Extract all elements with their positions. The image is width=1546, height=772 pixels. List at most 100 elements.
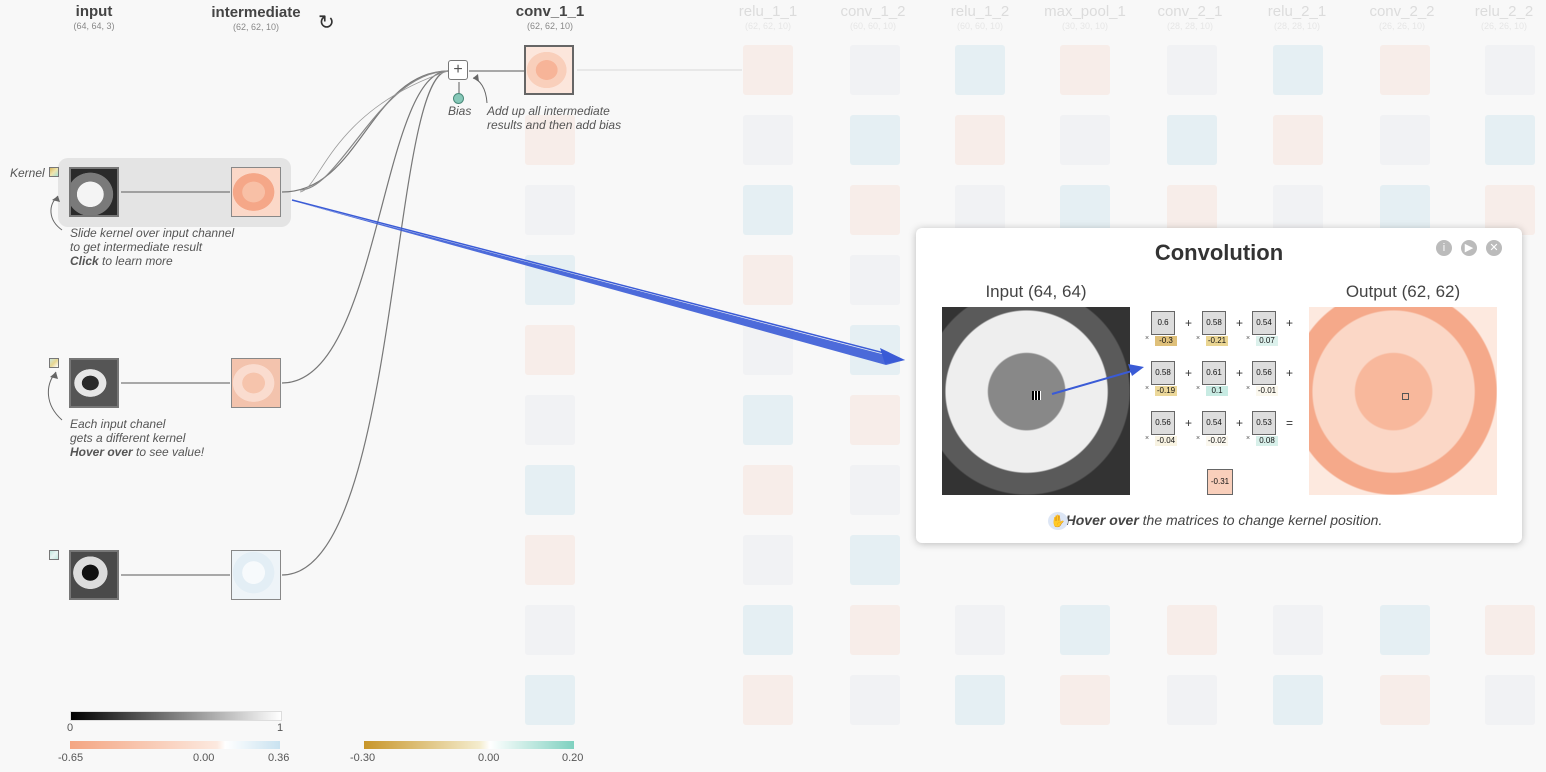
input-channel-3-image[interactable] (69, 550, 119, 600)
info-icon[interactable]: i (1436, 240, 1452, 256)
kernel-1-icon[interactable] (49, 167, 59, 177)
intermediate-legend-max: 0.36 (268, 752, 290, 764)
matrix-cell[interactable]: 0.54×-0.02 (1196, 411, 1228, 446)
matrix-cell[interactable]: 0.58×-0.19 (1145, 361, 1177, 396)
play-icon[interactable]: ▶ (1461, 240, 1477, 256)
cell-input-value: 0.54 (1202, 411, 1226, 435)
layer-title: relu_2_1 (1267, 3, 1327, 20)
slide-note-click[interactable]: Click (70, 254, 99, 268)
cell-kernel-value: -0.19 (1155, 386, 1177, 396)
cell-kernel-value: -0.21 (1206, 336, 1228, 346)
intermediate-shape: (62, 62, 10) (232, 22, 280, 32)
gray-legend-max: 1 (277, 722, 284, 734)
matrix-cell[interactable]: 0.54×0.07 (1246, 311, 1278, 346)
matrix-cell[interactable]: 0.56×-0.01 (1246, 361, 1278, 396)
convolution-result[interactable]: -0.31 (1207, 469, 1233, 495)
ghost-feature-map (1380, 115, 1430, 165)
bias-label: Bias (448, 104, 472, 118)
sum-node-icon: + (448, 60, 468, 80)
matrix-cell[interactable]: 0.53×0.08 (1246, 411, 1278, 446)
ghost-feature-map (743, 255, 793, 305)
ghost-feature-map (955, 675, 1005, 725)
layer-shape: (26, 26, 10) (1480, 21, 1528, 31)
ghost-feature-map (1485, 185, 1535, 235)
ghost-feature-map (525, 465, 575, 515)
popup-output-image[interactable] (1309, 307, 1497, 495)
layer-title: relu_1_1 (738, 3, 798, 20)
cell-kernel-value: -0.04 (1155, 436, 1177, 446)
ghost-feature-map (850, 115, 900, 165)
plus-operator: + (1236, 366, 1244, 380)
input-panel-label: Input (64, 64) (985, 282, 1087, 301)
ghost-feature-map (1485, 45, 1535, 95)
bias-note-line-2: results and then add bias (487, 118, 622, 132)
ghost-feature-map (1273, 605, 1323, 655)
popup-hint-bold: Hover over (1065, 512, 1139, 528)
ghost-feature-map (743, 185, 793, 235)
matrix-cell[interactable]: 0.6×-0.3 (1145, 311, 1177, 346)
layer-header-relu-1-1: relu_1_1 (62, 62, 10) (728, 4, 808, 32)
ghost-feature-map (743, 395, 793, 445)
slide-note-line-2: to get intermediate result (70, 240, 203, 254)
ghost-feature-map (525, 325, 575, 375)
ghost-feature-map (1060, 185, 1110, 235)
cell-kernel-value: 0.08 (1256, 436, 1278, 446)
ghost-feature-map (850, 45, 900, 95)
layer-shape: (60, 60, 10) (849, 21, 897, 31)
layer-title: conv_1_2 (840, 3, 906, 20)
ghost-feature-map (525, 675, 575, 725)
ghost-feature-map (1273, 185, 1323, 235)
cell-input-value: 0.6 (1151, 311, 1175, 335)
bias-node[interactable] (453, 93, 464, 104)
ghost-feature-map (525, 255, 575, 305)
kernel-legend-mid: 0.00 (478, 752, 500, 764)
cell-kernel-value: -0.02 (1206, 436, 1228, 446)
ghost-feature-map (955, 45, 1005, 95)
ghost-feature-map (850, 605, 900, 655)
refresh-icon[interactable]: ↻ (318, 12, 335, 34)
kernel-legend-bar (364, 741, 574, 749)
input-shape: (64, 64, 3) (73, 21, 115, 31)
plus-operator: + (1185, 366, 1193, 380)
matrix-cell[interactable]: 0.61×0.1 (1196, 361, 1228, 396)
intermediate-3-image[interactable] (231, 550, 281, 600)
matrix-cell[interactable]: 0.56×-0.04 (1145, 411, 1177, 446)
ghost-feature-map (743, 675, 793, 725)
matrix-cell[interactable]: 0.58×-0.21 (1196, 311, 1228, 346)
intermediate-1-image[interactable] (231, 167, 281, 217)
layer-title: conv_2_1 (1157, 3, 1223, 20)
layer-title: conv_2_2 (1369, 3, 1435, 20)
plus-operator: + (1236, 416, 1244, 430)
cell-kernel-value: -0.3 (1155, 336, 1177, 346)
gray-legend-min: 0 (67, 722, 74, 734)
ghost-feature-map (1380, 675, 1430, 725)
ghost-feature-map (850, 255, 900, 305)
cell-input-value: 0.61 (1202, 361, 1226, 385)
close-icon[interactable]: ✕ (1486, 240, 1502, 256)
channel-note-line-2: gets a different kernel (70, 431, 186, 445)
ghost-feature-map (850, 185, 900, 235)
popup-input-image[interactable] (942, 307, 1130, 495)
ghost-feature-map (525, 395, 575, 445)
input-channel-1-image[interactable] (69, 167, 119, 217)
kernel-3-icon[interactable] (49, 550, 59, 560)
layer-header-relu-1-2: relu_1_2 (60, 60, 10) (940, 4, 1020, 32)
cell-input-value: 0.58 (1151, 361, 1175, 385)
cell-kernel-value: 0.07 (1256, 336, 1278, 346)
output-position-marker (1402, 393, 1409, 400)
kernel-label: Kernel (10, 166, 45, 180)
ghost-feature-map (1380, 605, 1430, 655)
intermediate-legend-min: -0.65 (58, 752, 84, 764)
cell-input-value: 0.56 (1252, 361, 1276, 385)
input-channel-2-image[interactable] (69, 358, 119, 408)
channel-note-line-1: Each input chanel (70, 417, 166, 431)
ghost-feature-map (525, 115, 575, 165)
cell-kernel-value: 0.1 (1206, 386, 1228, 396)
conv-1-1-shape: (62, 62, 10) (526, 21, 574, 31)
kernel-2-icon[interactable] (49, 358, 59, 368)
layer-shape: (26, 26, 10) (1378, 21, 1426, 31)
conv-1-1-output-image[interactable] (524, 45, 574, 95)
intermediate-2-image[interactable] (231, 358, 281, 408)
plus-operator: + (1185, 316, 1193, 330)
